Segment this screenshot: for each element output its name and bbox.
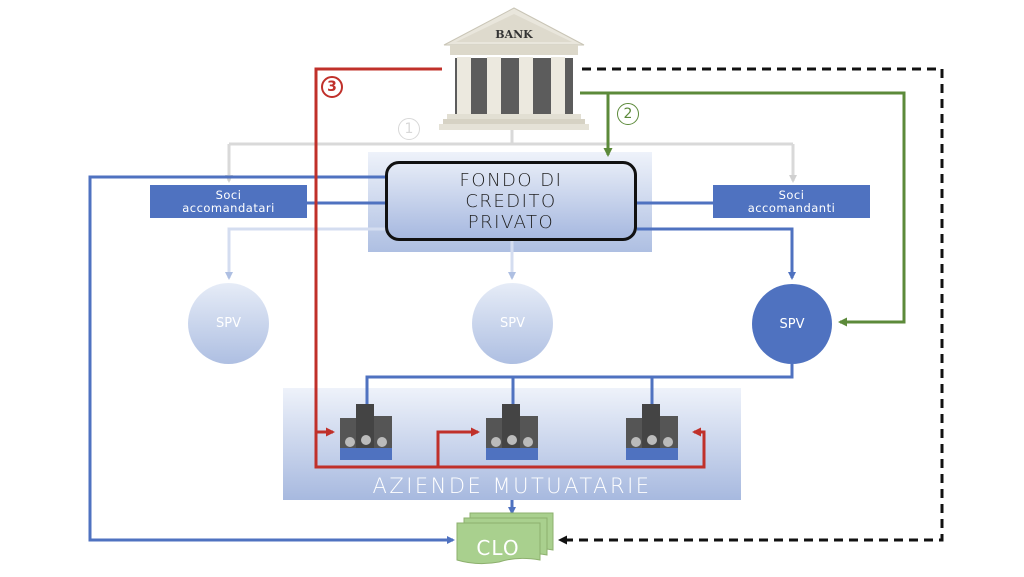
fondo-credito-privato-box[interactable]: FONDO DI CREDITO PRIVATO — [385, 161, 637, 241]
bank-label: BANK — [495, 28, 533, 41]
blue-flows — [88, 175, 796, 544]
company-building-icon-1 — [340, 404, 392, 460]
spv-node-3[interactable]: SPV — [752, 284, 832, 364]
route-2-green — [580, 91, 906, 327]
route-3-number: 3 — [321, 76, 343, 98]
spv-node-2[interactable]: SPV — [472, 283, 553, 364]
company-building-icon-2 — [486, 404, 538, 460]
spv-label: SPV — [779, 316, 805, 332]
spv-label: SPV — [216, 316, 241, 331]
soci-accomandanti-box[interactable]: Soci accomandanti — [713, 185, 870, 218]
spv-node-1[interactable]: SPV — [188, 283, 269, 364]
route-3-red — [314, 67, 706, 469]
spv-label: SPV — [500, 316, 525, 331]
soci-accomandanti-line-2: accomandanti — [747, 200, 836, 215]
company-building-icon-3 — [626, 404, 678, 460]
route-1-gray — [225, 130, 797, 183]
fondo-line-2: CREDITO — [465, 190, 557, 212]
bank-building-icon — [439, 7, 589, 130]
fondo-line-3: PRIVATO — [467, 211, 555, 233]
soci-accomandatari-box[interactable]: Soci accomandatari — [150, 185, 307, 218]
aziende-mutuatarie-label: AZIENDE MUTUATARIE — [372, 474, 652, 498]
document-stack-icon — [456, 512, 554, 565]
soci-accomandanti-line-1: Soci — [778, 187, 805, 202]
route-2-number: 2 — [617, 103, 639, 125]
soci-accomandatari-line-2: accomandatari — [182, 200, 275, 215]
soci-accomandatari-line-1: Soci — [215, 187, 242, 202]
clo-label: CLO — [476, 536, 520, 560]
fondo-to-inactive-spv — [225, 227, 516, 280]
route-1-number: 1 — [398, 118, 420, 140]
fondo-line-1: FONDO DI — [459, 169, 563, 191]
dashed-bank-to-clo — [558, 67, 944, 545]
